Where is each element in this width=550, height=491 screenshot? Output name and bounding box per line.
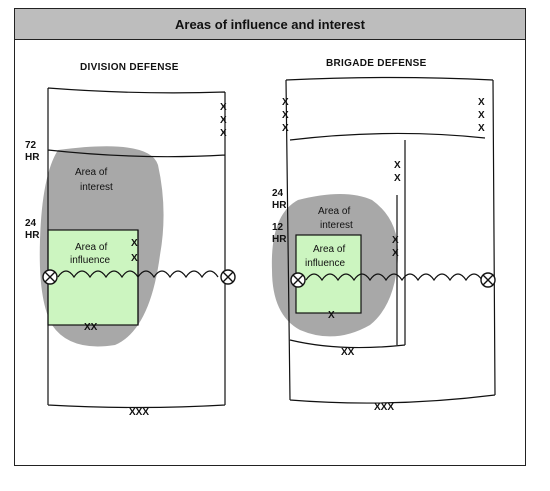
division-interest-label-2: interest [80, 182, 113, 193]
brigade-left-x1: X [282, 97, 289, 108]
brigade-right-x2: X [478, 110, 485, 121]
division-time-24: 24 [25, 218, 37, 229]
brigade-left-x3: X [282, 123, 289, 134]
division-time-24-unit: HR [25, 230, 40, 241]
division-time-72: 72 [25, 140, 37, 151]
brigade-bde-boundary: X [328, 310, 335, 321]
brigade-feba-line [305, 273, 483, 282]
division-influence-label-1: Area of [75, 242, 107, 253]
division-sector-outline [47, 87, 226, 409]
division-corps-boundary: XXX [129, 407, 149, 418]
brigade-right-x1: X [478, 97, 485, 108]
brigade-div-boundary: XX [341, 347, 355, 358]
brigade-right-x3: X [478, 123, 485, 134]
division-boundary-x2: X [220, 115, 227, 126]
division-feba-line [57, 270, 219, 279]
division-time-72-unit: HR [25, 152, 40, 163]
brigade-header: BRIGADE DEFENSE [326, 58, 427, 69]
division-boundary-x1: X [220, 102, 227, 113]
brigade-time-24-unit: HR [272, 200, 287, 211]
brigade-inner-x2: X [394, 173, 401, 184]
brigade-influence-label-2: influence [305, 258, 345, 269]
brigade-interest-label-2: interest [320, 220, 353, 231]
brigade-corps-boundary: XXX [374, 402, 394, 413]
brigade-left-x2: X [282, 110, 289, 121]
brigade-influence-label-1: Area of [313, 244, 345, 255]
figure-title: Areas of influence and interest [15, 9, 525, 40]
division-div-boundary: XX [84, 322, 98, 333]
division-boundary-x3: X [220, 128, 227, 139]
brigade-coord-point-left [290, 272, 306, 288]
brigade-coord-point-right [480, 272, 496, 288]
brigade-interest-label-1: Area of [318, 206, 350, 217]
division-inner-x1: X [131, 238, 138, 249]
brigade-time-24: 24 [272, 188, 284, 199]
brigade-time-12-unit: HR [272, 234, 287, 245]
division-coord-point-left [42, 269, 58, 285]
brigade-inner-x1: X [394, 160, 401, 171]
division-interest-label-1: Area of [75, 167, 107, 178]
brigade-inner-x3: X [392, 235, 399, 246]
division-coord-point-right [220, 269, 236, 285]
brigade-time-12: 12 [272, 222, 284, 233]
figure-frame: Areas of influence and interest [14, 8, 526, 466]
division-influence-label-2: influence [70, 255, 110, 266]
division-header: DIVISION DEFENSE [80, 62, 179, 73]
brigade-inner-x4: X [392, 248, 399, 259]
brigade-sector-outline [285, 76, 496, 404]
division-inner-x2: X [131, 253, 138, 264]
